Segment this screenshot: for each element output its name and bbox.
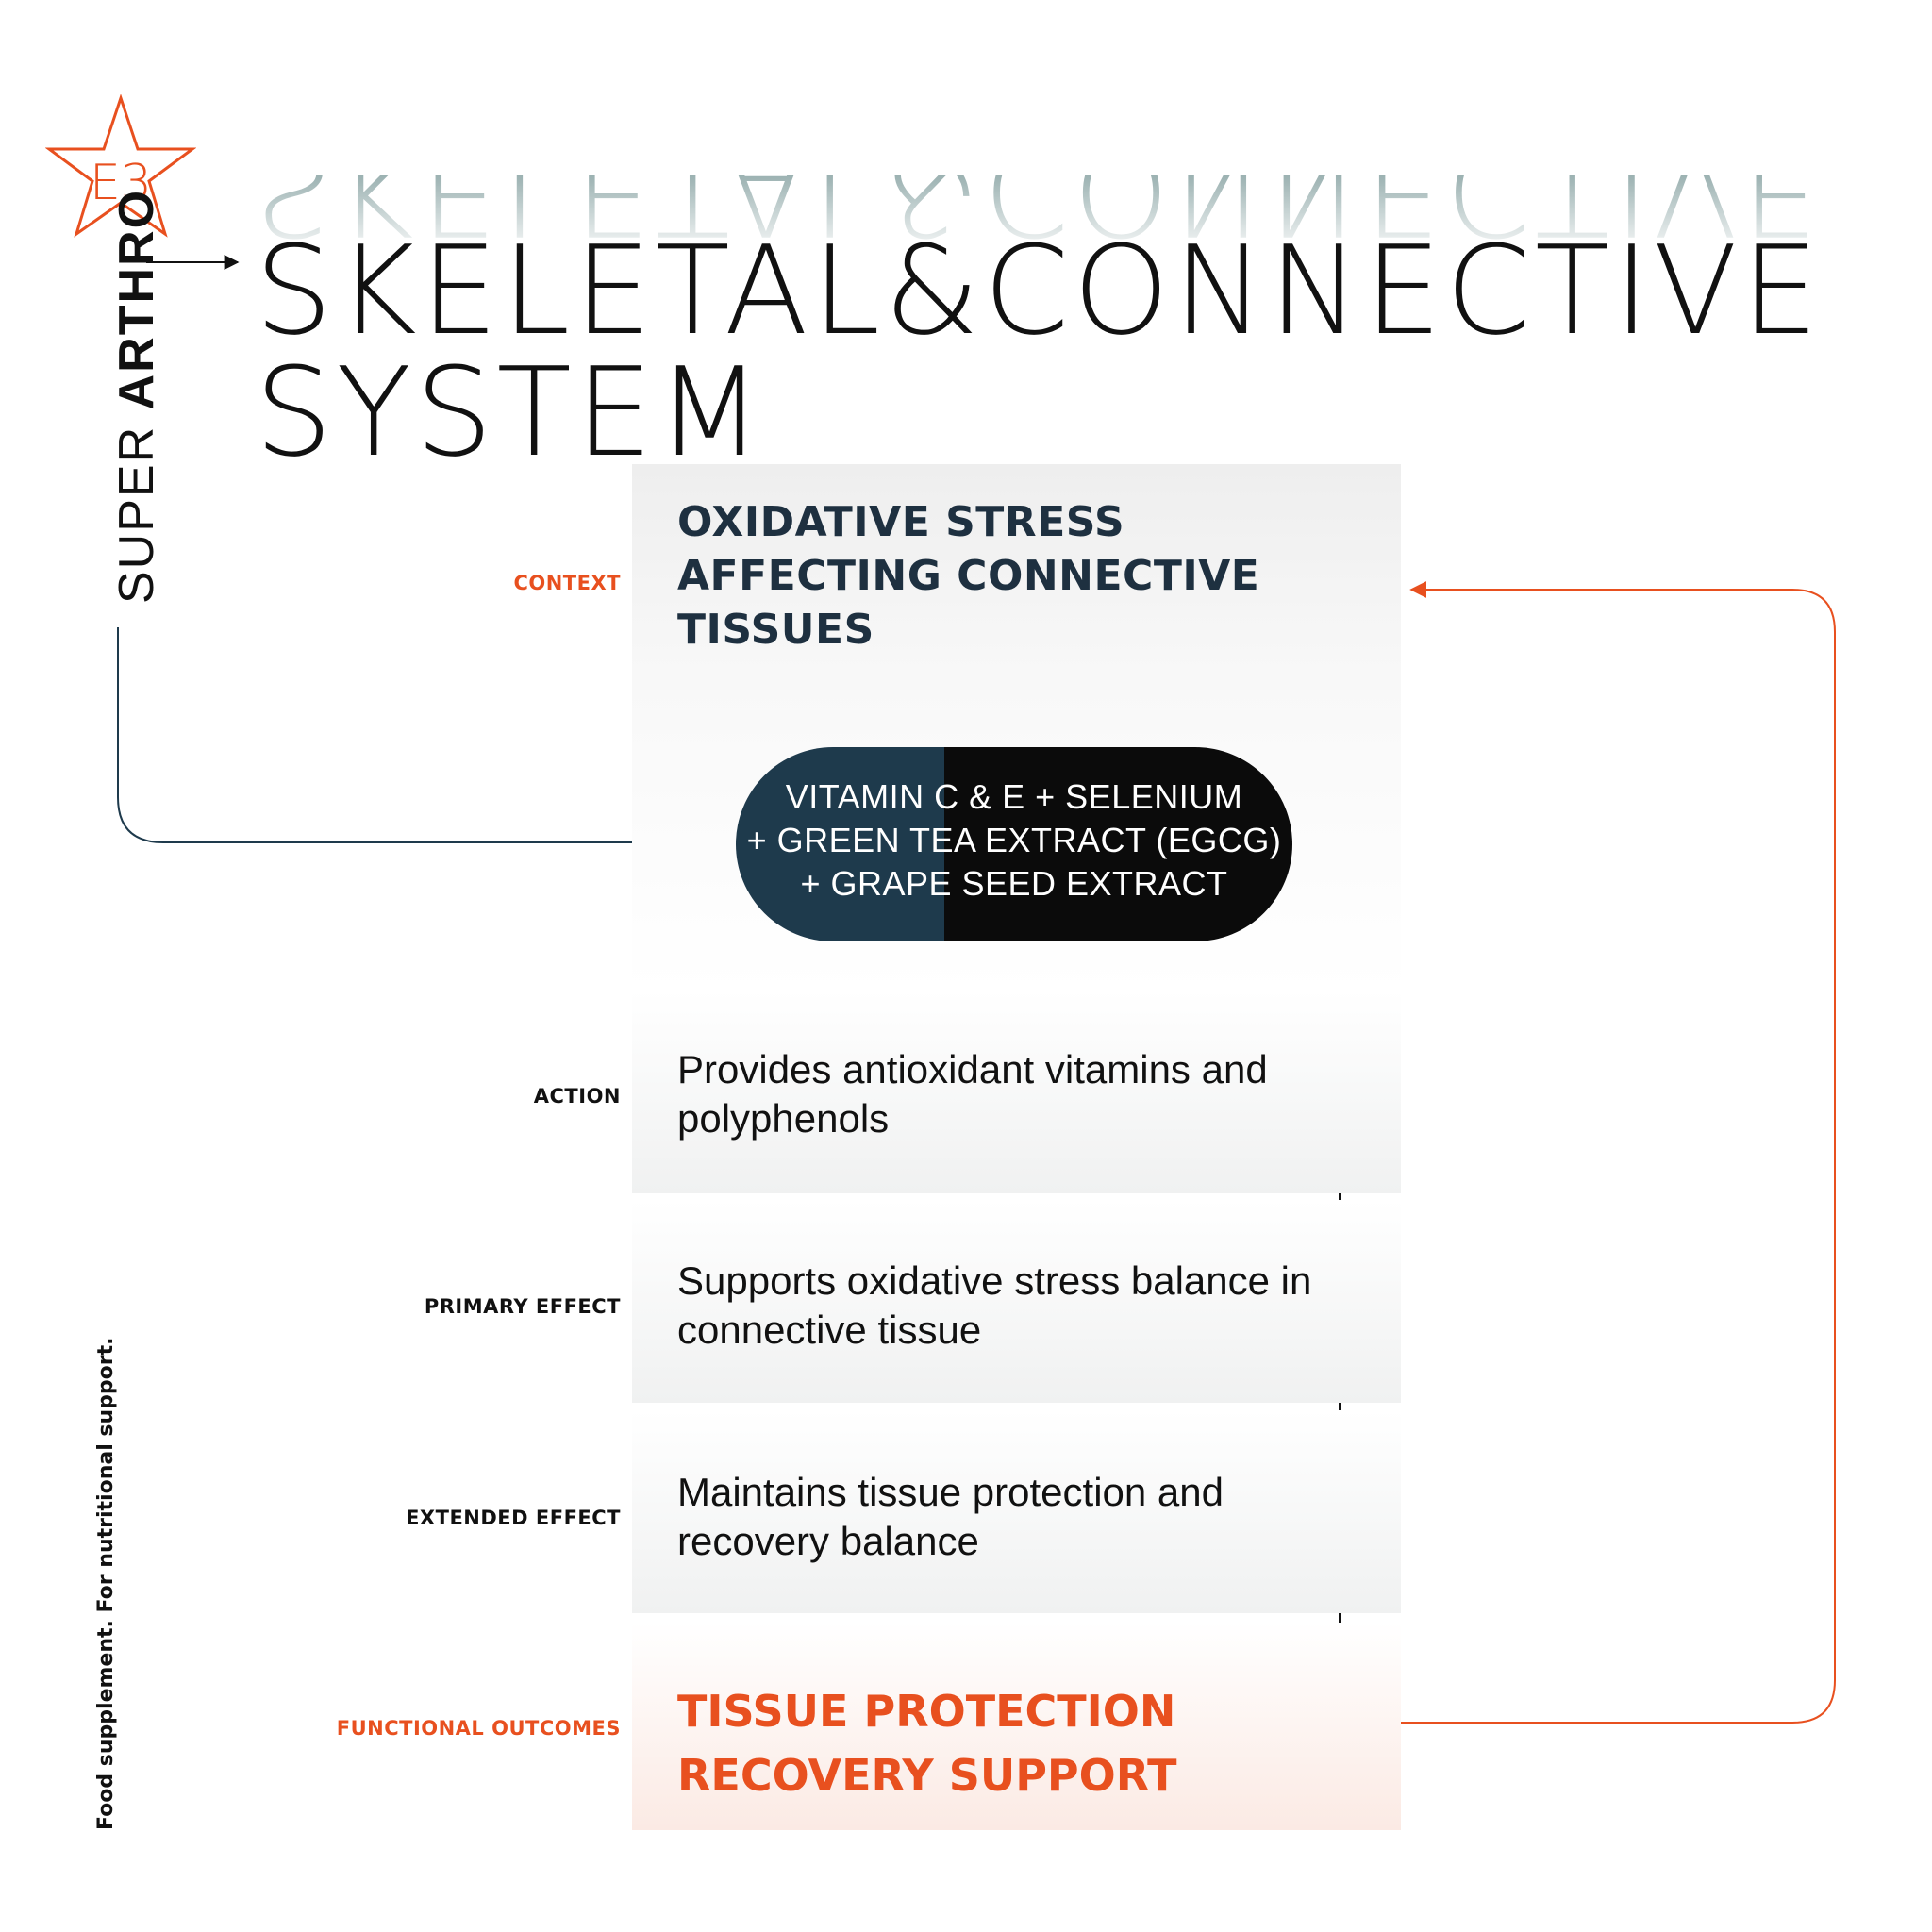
page-title-line2: SYSTEM bbox=[255, 341, 767, 484]
page-title-line1: SKELETAL&CONNECTIVE bbox=[255, 219, 1823, 362]
disclaimer: Food supplement. For nutritional support… bbox=[94, 1337, 118, 1831]
ingredient-line: VITAMIN C & E + SELENIUM bbox=[785, 777, 1243, 816]
context-line: OXIDATIVE STRESS bbox=[677, 498, 1125, 546]
label-context: CONTEXT bbox=[513, 572, 621, 594]
context-line: TISSUES bbox=[677, 606, 874, 654]
primary-effect-line: Supports oxidative stress balance in bbox=[677, 1258, 1312, 1303]
ingredients-text: VITAMIN C & E + SELENIUM + GREEN TEA EXT… bbox=[736, 775, 1292, 906]
functional-outcomes-text: TISSUE PROTECTION RECOVERY SUPPORT bbox=[677, 1679, 1357, 1807]
action-panel bbox=[632, 991, 1401, 1193]
extended-effect-panel bbox=[632, 1410, 1401, 1613]
context-heading: OXIDATIVE STRESS AFFECTING CONNECTIVE TI… bbox=[677, 495, 1338, 657]
feedback-loop-connector bbox=[1401, 581, 1836, 1724]
context-line: AFFECTING CONNECTIVE bbox=[677, 552, 1260, 600]
extended-effect-line: Maintains tissue protection and bbox=[677, 1470, 1224, 1514]
outcome-line: RECOVERY SUPPORT bbox=[677, 1750, 1177, 1801]
functional-outcomes-panel bbox=[632, 1623, 1401, 1830]
extended-effect-line: recovery balance bbox=[677, 1519, 979, 1563]
label-extended-effect: EXTENDED EFFECT bbox=[406, 1507, 621, 1529]
label-primary-effect: PRIMARY EFFECT bbox=[424, 1295, 621, 1318]
brand-product: ARTHRO bbox=[109, 188, 164, 410]
outcome-line: TISSUE PROTECTION bbox=[677, 1686, 1176, 1737]
label-functional-outcomes: FUNCTIONAL OUTCOMES bbox=[336, 1717, 621, 1740]
primary-effect-panel bbox=[632, 1200, 1401, 1403]
primary-effect-line: connective tissue bbox=[677, 1307, 982, 1352]
action-text: Provides antioxidant vitamins and polyph… bbox=[677, 1045, 1357, 1143]
star-logo-icon bbox=[45, 94, 196, 238]
label-action: ACTION bbox=[533, 1085, 621, 1108]
ingredient-line: + GREEN TEA EXTRACT (EGCG) bbox=[746, 821, 1282, 859]
ingredients-capsule bbox=[736, 747, 1292, 941]
brand-prefix: SUPER bbox=[109, 425, 164, 604]
primary-effect-text: Supports oxidative stress balance in con… bbox=[677, 1257, 1357, 1355]
extended-effect-text: Maintains tissue protection and recovery… bbox=[677, 1468, 1357, 1566]
brand-name: SUPER ARTHRO bbox=[94, 170, 179, 604]
logo-text: E3 bbox=[90, 155, 152, 211]
action-line: Provides antioxidant vitamins and bbox=[677, 1047, 1268, 1091]
ingredient-line: + GRAPE SEED EXTRACT bbox=[800, 864, 1228, 903]
action-line: polyphenols bbox=[677, 1096, 890, 1141]
